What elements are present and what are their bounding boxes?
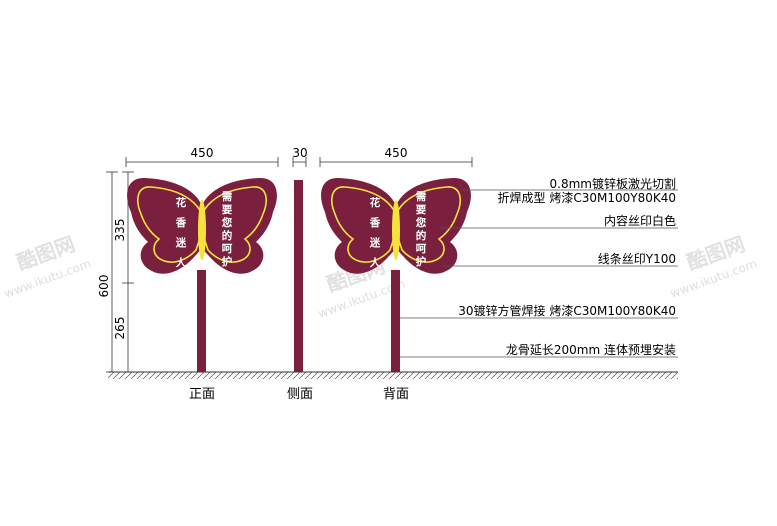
back-right-text: 需 要 您 的 呵 护 bbox=[416, 191, 427, 268]
front-left-char-1: 花 bbox=[176, 196, 187, 209]
dim-side-width: 30 bbox=[292, 146, 307, 160]
front-right-text: 需 要 您 的 呵 护 bbox=[222, 191, 233, 268]
back-post bbox=[391, 270, 400, 372]
back-left-char-3: 迷 bbox=[369, 236, 381, 249]
note-laser-cut: 0.8mm镀锌板激光切割 bbox=[550, 176, 676, 191]
back-butterfly-panel bbox=[320, 177, 472, 275]
front-right-char-2: 要 bbox=[222, 204, 233, 216]
front-right-char-6: 护 bbox=[222, 255, 233, 268]
ground-line bbox=[108, 371, 678, 379]
dim-panel-height: 335 bbox=[113, 219, 127, 242]
note-embedded-install: 龙骨延长200mm 连体预埋安装 bbox=[506, 342, 676, 357]
front-right-char-4: 的 bbox=[222, 229, 233, 242]
dim-front-width: 450 bbox=[191, 146, 214, 160]
front-right-char-3: 您 bbox=[222, 216, 233, 229]
note-content-print: 内容丝印白色 bbox=[604, 213, 676, 228]
back-right-char-4: 的 bbox=[416, 229, 427, 242]
back-right-char-6: 护 bbox=[416, 255, 427, 268]
side-profile bbox=[294, 180, 303, 372]
dim-post-height: 265 bbox=[113, 317, 127, 340]
side-view bbox=[294, 180, 303, 372]
front-left-text: 花 香 迷 人 bbox=[175, 196, 187, 269]
front-left-char-4: 人 bbox=[176, 256, 187, 269]
back-left-char-2: 香 bbox=[369, 216, 381, 229]
front-view: 花 香 迷 人 需 要 您 的 呵 护 bbox=[126, 177, 278, 372]
back-right-char-2: 要 bbox=[416, 204, 427, 216]
back-left-text: 花 香 迷 人 bbox=[369, 196, 381, 269]
back-right-char-3: 您 bbox=[416, 216, 427, 229]
note-line-print: 线条丝印Y100 bbox=[598, 252, 676, 266]
leader-lines bbox=[400, 189, 678, 358]
note-square-tube: 30镀锌方管焊接 烤漆C30M100Y80K40 bbox=[458, 303, 676, 318]
back-right-char-5: 呵 bbox=[416, 243, 427, 255]
back-view: 花 香 迷 人 需 要 您 的 呵 护 bbox=[320, 177, 472, 372]
front-left-char-2: 香 bbox=[175, 216, 187, 229]
dim-back-width: 450 bbox=[385, 146, 408, 160]
spec-notes: 0.8mm镀锌板激光切割 折焊成型 烤漆C30M100Y80K40 内容丝印白色… bbox=[458, 176, 676, 357]
back-right-char-1: 需 bbox=[416, 191, 427, 203]
back-left-char-4: 人 bbox=[370, 256, 381, 269]
note-folding-paint: 折焊成型 烤漆C30M100Y80K40 bbox=[498, 190, 676, 205]
label-side-view: 侧面 bbox=[287, 387, 313, 402]
horizontal-dimensions bbox=[125, 157, 473, 167]
dim-total-height: 600 bbox=[97, 275, 111, 298]
front-butterfly-panel bbox=[126, 177, 278, 275]
back-left-char-1: 花 bbox=[370, 196, 381, 209]
front-post bbox=[197, 270, 206, 372]
front-right-char-1: 需 bbox=[222, 191, 233, 203]
label-front-view: 正面 bbox=[189, 387, 215, 402]
front-left-char-3: 迷 bbox=[175, 236, 187, 249]
vertical-dimensions bbox=[106, 171, 134, 373]
front-right-char-5: 呵 bbox=[222, 243, 233, 255]
label-back-view: 背面 bbox=[383, 387, 409, 402]
